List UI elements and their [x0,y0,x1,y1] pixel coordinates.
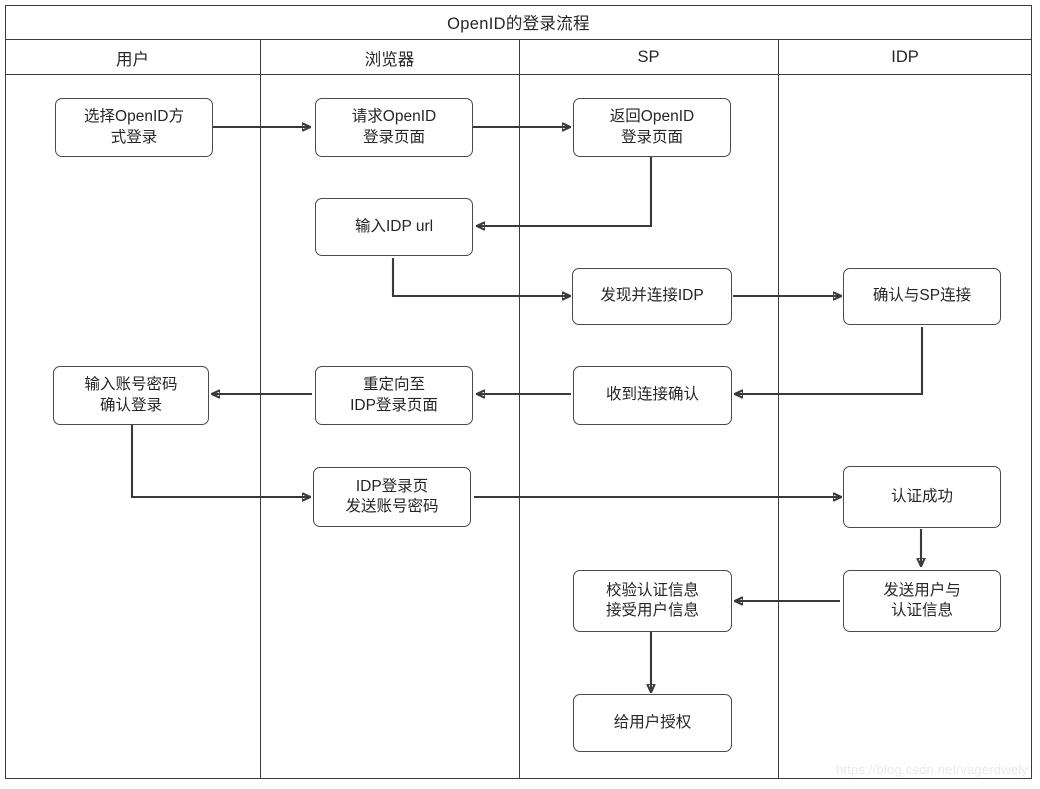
node-redirect-to-idp-page[interactable]: 重定向至 IDP登录页面 [315,366,473,425]
diagram-title-row: OpenID的登录流程 [5,5,1032,40]
lane-divider-sp-idp [778,40,779,779]
lane-header-sp: SP [637,48,660,66]
node-line-1: 请求OpenID [351,108,437,126]
swimlane-header-row: 用户 浏览器 SP IDP [5,40,1032,75]
node-line-1: 发现并连接IDP [600,287,704,305]
node-line-2: IDP登录页面 [350,396,438,414]
node-input-idp-url[interactable]: 输入IDP url [315,198,473,256]
node-line-2: 确认登录 [99,396,162,414]
lane-header-browser: 浏览器 [364,50,415,69]
node-line-2: 认证信息 [890,602,953,619]
node-line-1: 确认与SP连接 [872,287,972,305]
node-line-1: 给用户授权 [613,713,692,731]
node-discover-connect-idp[interactable]: 发现并连接IDP [572,268,732,325]
node-line-1: IDP登录页 [355,477,429,495]
node-line-1: 输入IDP url [354,217,434,235]
node-line-1: 收到连接确认 [605,386,699,404]
node-grant-user-authorization[interactable]: 给用户授权 [573,694,732,752]
node-auth-success[interactable]: 认证成功 [843,466,1001,528]
watermark-text: https://blog.csdn.net/vagerdwely [835,762,1028,777]
swimlane-frame [5,5,1032,779]
lane-header-idp: IDP [891,48,919,66]
node-line-1: 校验认证信息 [605,581,699,599]
node-line-2: 发送账号密码 [345,498,439,515]
node-return-openid-page[interactable]: 返回OpenID 登录页面 [573,98,731,157]
node-line-2: 接受用户信息 [605,602,699,619]
node-line-1: 输入账号密码 [84,376,178,394]
node-confirm-sp-connection[interactable]: 确认与SP连接 [843,268,1001,325]
lane-header-user: 用户 [116,50,149,69]
node-line-1: 选择OpenID方 [84,108,184,126]
node-enter-credentials-confirm[interactable]: 输入账号密码 确认登录 [53,366,209,425]
node-send-user-and-auth-info[interactable]: 发送用户与 认证信息 [843,570,1001,632]
page-title: OpenID的登录流程 [447,15,590,33]
node-received-connection-confirm[interactable]: 收到连接确认 [573,366,732,425]
node-line-2: 式登录 [110,128,158,146]
node-line-1: 重定向至 [362,376,425,394]
node-request-openid-page[interactable]: 请求OpenID 登录页面 [315,98,473,157]
node-line-2: 登录页面 [362,128,425,146]
node-line-2: 登录页面 [620,128,683,146]
lane-divider-user-browser [260,40,261,779]
node-verify-auth-accept-user-info[interactable]: 校验认证信息 接受用户信息 [573,570,732,632]
node-line-1: 返回OpenID [609,108,695,126]
lane-divider-browser-sp [519,40,520,779]
node-select-openid-login[interactable]: 选择OpenID方 式登录 [55,98,213,157]
node-line-1: 发送用户与 [883,581,961,599]
node-line-1: 认证成功 [890,487,953,505]
node-idp-login-send-credentials[interactable]: IDP登录页 发送账号密码 [313,467,471,527]
